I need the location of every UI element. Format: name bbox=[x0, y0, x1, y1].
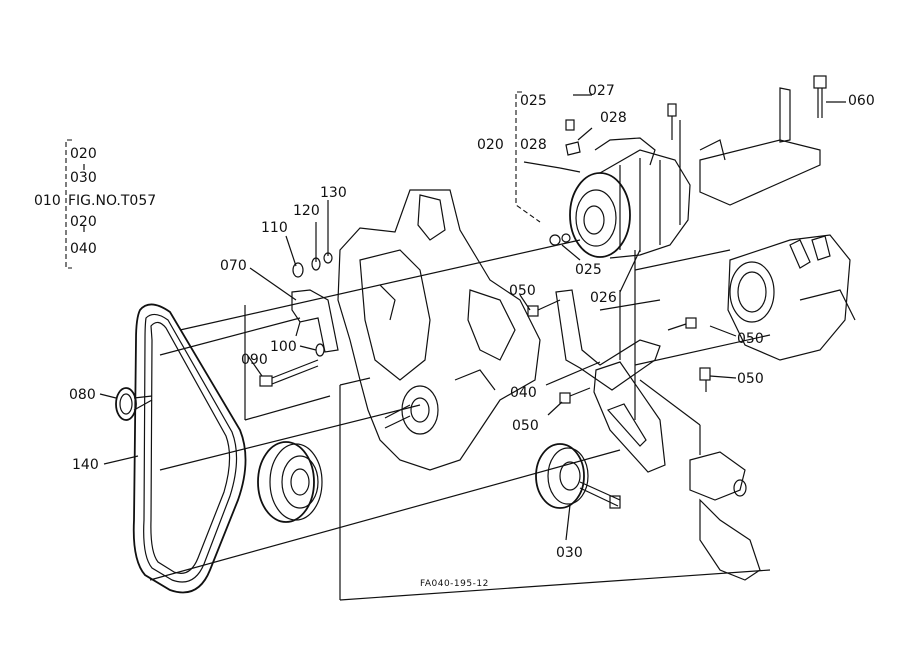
water-outlet bbox=[689, 451, 761, 581]
label-100: 100 bbox=[270, 339, 297, 355]
group-item-025: 025 bbox=[520, 93, 547, 109]
label-030: 030 bbox=[556, 545, 583, 561]
label-025b: 025 bbox=[575, 262, 602, 278]
reference-bracket bbox=[65, 139, 85, 269]
valves-027-028 bbox=[565, 103, 677, 156]
washers bbox=[292, 252, 333, 357]
figure-code: FA040-195-12 bbox=[420, 579, 489, 589]
compressor bbox=[549, 137, 691, 259]
idler-pulley bbox=[115, 387, 153, 421]
ref-main-label: 010 bbox=[34, 193, 61, 209]
ref-item-020: 020 bbox=[70, 146, 97, 162]
label-026: 026 bbox=[590, 290, 617, 306]
tension-pulley bbox=[535, 443, 621, 509]
ref-fig-label: FIG.NO.T057 bbox=[68, 193, 157, 209]
engine-block bbox=[337, 189, 541, 471]
bolt-090 bbox=[259, 359, 319, 387]
ref-item-030: 030 bbox=[70, 170, 97, 186]
label-070: 070 bbox=[220, 258, 247, 274]
label-080: 080 bbox=[69, 387, 96, 403]
right-engine bbox=[727, 234, 856, 361]
label-090: 090 bbox=[241, 352, 268, 368]
bracket-060 bbox=[699, 75, 827, 206]
group-item-028: 028 bbox=[520, 137, 547, 153]
label-120: 120 bbox=[293, 203, 320, 219]
label-040: 040 bbox=[510, 385, 537, 401]
ref-item-020b: 020 bbox=[70, 214, 97, 230]
leader-lines bbox=[99, 94, 846, 541]
label-050b: 050 bbox=[737, 331, 764, 347]
label-060: 060 bbox=[848, 93, 875, 109]
fan-belt bbox=[132, 303, 247, 594]
ref-item-040: 040 bbox=[70, 241, 97, 257]
group-label-020: 020 bbox=[477, 137, 504, 153]
label-027: 027 bbox=[588, 83, 615, 99]
bracket-070 bbox=[291, 289, 339, 353]
crank-pulley bbox=[257, 441, 323, 523]
label-050a: 050 bbox=[509, 283, 536, 299]
bolts-050 bbox=[527, 299, 711, 404]
label-110: 110 bbox=[261, 220, 288, 236]
label-050c: 050 bbox=[737, 371, 764, 387]
label-050d: 050 bbox=[512, 418, 539, 434]
label-130: 130 bbox=[320, 185, 347, 201]
label-028: 028 bbox=[600, 110, 627, 126]
adjust-bracket-040 bbox=[555, 289, 666, 473]
label-140: 140 bbox=[72, 457, 99, 473]
compressor-group-bracket bbox=[515, 91, 581, 223]
